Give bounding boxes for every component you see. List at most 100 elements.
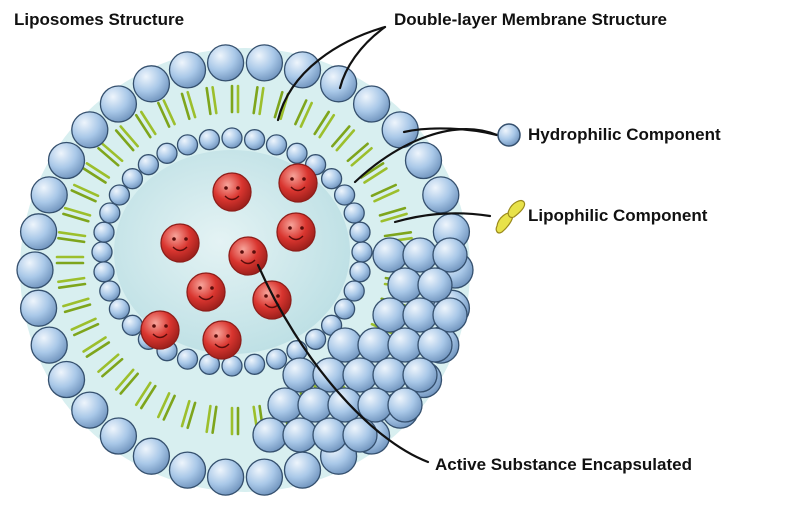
inner-head <box>349 261 371 283</box>
lipophilic-icon <box>495 199 526 234</box>
front-head <box>387 387 423 423</box>
lipid-tail <box>57 276 86 284</box>
drug-eye <box>164 324 168 328</box>
drug-eye <box>252 250 256 254</box>
drug-eye <box>172 237 176 241</box>
drug-body <box>186 272 226 312</box>
inner-head <box>108 298 131 320</box>
leader-hydrophilic-2 <box>402 127 499 137</box>
lipid-tail <box>380 212 408 223</box>
lipid-tail <box>82 167 107 184</box>
front-head <box>282 357 318 393</box>
lipid-tail <box>383 231 413 238</box>
inner-head <box>137 154 160 176</box>
lipid-tail <box>373 189 400 203</box>
label-membrane: Double-layer Membrane Structure <box>394 10 668 29</box>
lipid-tail <box>258 86 265 116</box>
inner-head <box>93 261 115 283</box>
lipid-tail <box>313 110 331 136</box>
outer-head <box>352 85 391 123</box>
lipid-tail <box>211 86 218 115</box>
inner-head <box>121 314 144 336</box>
inner-head <box>333 298 356 320</box>
lipid-tail <box>273 90 284 119</box>
drug-eye <box>300 226 304 230</box>
drug-eye <box>290 177 294 181</box>
lipid-tail <box>62 297 90 308</box>
lipid-tail <box>134 113 152 139</box>
front-head <box>432 297 468 333</box>
drug-molecule <box>278 163 318 203</box>
inner-head <box>91 241 113 263</box>
drug-eye <box>288 226 292 230</box>
drug-eye <box>240 250 244 254</box>
lipid-tail <box>57 231 87 238</box>
drug-molecule <box>276 212 316 252</box>
inner-head <box>198 129 221 151</box>
drug-eye <box>276 294 280 298</box>
front-head <box>297 387 333 423</box>
drug-eye <box>226 334 230 338</box>
leader-membrane-2 <box>338 25 387 90</box>
front-head <box>312 417 348 453</box>
lipid-tail <box>63 206 92 217</box>
inner-head <box>333 184 356 206</box>
lipid-tail <box>350 147 373 167</box>
lipid-tail <box>97 147 120 167</box>
lipid-tail <box>73 322 100 337</box>
front-head <box>312 357 348 393</box>
drug-smile <box>172 246 188 252</box>
lipid-tail <box>318 113 336 139</box>
inner-head <box>99 280 121 302</box>
outer-head <box>132 437 171 475</box>
lipid-tail <box>211 405 218 435</box>
outer-head <box>71 111 109 149</box>
label-hydrophilic: Hydrophilic Component <box>528 125 721 144</box>
front-head <box>432 237 468 273</box>
inner-head <box>243 353 266 375</box>
inner-head <box>343 280 365 302</box>
drug-smile <box>288 235 304 241</box>
lipid-tail <box>157 392 171 419</box>
liposome-body <box>16 44 474 496</box>
inner-head <box>265 348 288 370</box>
inner-hydrophilic-heads <box>91 127 373 377</box>
front-head <box>252 417 288 453</box>
label-active-substance: Active Substance Encapsulated <box>435 455 692 474</box>
front-head <box>267 387 303 423</box>
outer-head <box>19 213 58 251</box>
inner-head <box>221 127 243 149</box>
lipid-tail <box>180 399 191 428</box>
outer-head <box>47 360 86 399</box>
inner-head <box>108 184 131 206</box>
drug-eye <box>224 186 228 190</box>
lipid-tail <box>140 110 157 136</box>
drug-body <box>212 172 252 212</box>
outer-head <box>30 326 68 364</box>
inner-head <box>156 142 178 164</box>
lipid-tail <box>378 206 407 217</box>
inner-head <box>304 328 327 350</box>
lipid-tail <box>162 99 176 126</box>
front-head <box>372 297 408 333</box>
drug-smile <box>224 195 240 201</box>
inner-head <box>320 168 343 190</box>
outer-head <box>283 51 322 89</box>
drug-body <box>202 320 242 360</box>
leader-membrane-1 <box>276 25 387 122</box>
outer-head <box>71 391 109 429</box>
drug-molecule <box>228 236 268 276</box>
lipid-tail <box>346 142 369 163</box>
lipid-tail <box>63 303 92 314</box>
leader-lines <box>256 25 499 464</box>
front-head <box>402 237 438 273</box>
front-head <box>327 327 363 363</box>
front-head <box>417 267 453 303</box>
front-head <box>327 387 363 423</box>
lipid-tail <box>97 353 120 374</box>
inner-head <box>93 221 115 243</box>
lipid-tail <box>57 282 87 290</box>
lipid-tail <box>359 162 385 179</box>
drug-eye <box>302 177 306 181</box>
